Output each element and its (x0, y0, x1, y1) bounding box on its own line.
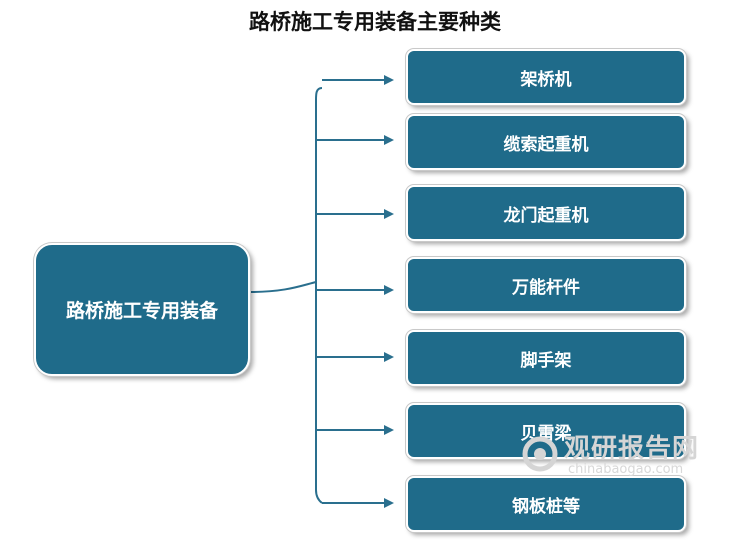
watermark-name: 观研报告网 (564, 434, 700, 464)
diagram-title: 路桥施工专用装备主要种类 (249, 9, 501, 34)
child-node-scaffold: 脚手架 (406, 330, 686, 386)
root-node: 路桥施工专用装备 (34, 243, 250, 376)
child-node-label: 钢板桩等 (512, 496, 580, 517)
child-node-label: 万能杆件 (512, 277, 580, 298)
root-connector (249, 281, 317, 293)
watermark: 观研报告网 chinabaogao.com (518, 428, 738, 488)
child-node-cable-crane: 缆索起重机 (406, 114, 686, 170)
child-node-label: 脚手架 (520, 350, 572, 371)
root-node-label: 路桥施工专用装备 (65, 300, 218, 322)
watermark-logo-icon (522, 436, 558, 472)
child-node-label: 架桥机 (520, 69, 572, 90)
child-node-steel-sheet-pile: 钢板桩等 (406, 476, 686, 532)
child-node-label: 龙门起重机 (503, 205, 589, 226)
watermark-site: chinabaogao.com (568, 462, 684, 477)
child-node-bridge-erecting-machine: 架桥机 (406, 49, 686, 105)
child-node-gantry-crane: 龙门起重机 (406, 185, 686, 241)
child-node-label: 缆索起重机 (503, 134, 589, 155)
child-node-universal-rod: 万能杆件 (406, 257, 686, 313)
trunk-line (315, 87, 323, 504)
